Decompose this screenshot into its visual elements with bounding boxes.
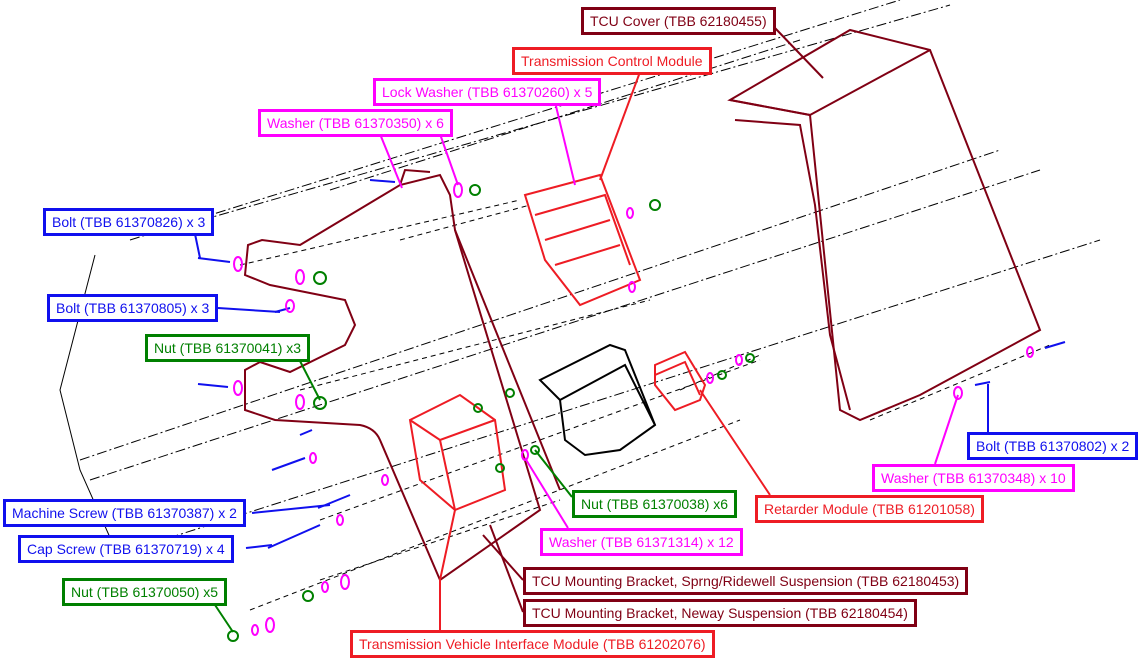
label-machine-screw: Machine Screw (TBB 61370387) x 2 [3, 499, 246, 527]
label-cap-screw: Cap Screw (TBB 61370719) x 4 [18, 535, 234, 563]
label-washer-61370350: Washer (TBB 61370350) x 6 [258, 109, 453, 137]
label-bracket-sprng-ridewell: TCU Mounting Bracket, Sprng/Ridewell Sus… [523, 567, 969, 595]
tcu-mounting-bracket [243, 168, 561, 582]
label-transmission-vehicle-interface-module: Transmission Vehicle Interface Module (T… [350, 630, 715, 658]
frame-rail-lines [79, 0, 1101, 561]
label-lock-washer: Lock Washer (TBB 61370260) x 5 [373, 78, 602, 106]
label-bolt-61370802: Bolt (TBB 61370802) x 2 [967, 432, 1139, 460]
shield-module [538, 343, 657, 457]
transmission-control-module [523, 173, 642, 307]
leader-lines [194, 27, 989, 633]
transmission-vehicle-interface-module [408, 393, 507, 512]
fasteners [197, 179, 1066, 642]
label-nut-61370041: Nut (TBB 61370041) x3 [145, 334, 311, 362]
label-nut-61370050: Nut (TBB 61370050) x5 [62, 578, 228, 606]
label-transmission-control-module: Transmission Control Module [512, 47, 712, 75]
label-bolt-61370826: Bolt (TBB 61370826) x 3 [43, 208, 215, 236]
retarder-module [654, 350, 707, 412]
tcu-cover [727, 28, 1042, 422]
label-washer-61371314: Washer (TBB 61371314) x 12 [540, 528, 743, 556]
label-bolt-61370805: Bolt (TBB 61370805) x 3 [47, 294, 219, 322]
label-bracket-neway: TCU Mounting Bracket, Neway Suspension (… [523, 599, 917, 627]
label-retarder-module: Retarder Module (TBB 61201058) [755, 495, 984, 523]
label-nut-61370038: Nut (TBB 61370038) x6 [572, 490, 738, 518]
label-washer-61370348: Washer (TBB 61370348) x 10 [872, 464, 1075, 492]
label-tcu-cover: TCU Cover (TBB 62180455) [581, 7, 776, 35]
